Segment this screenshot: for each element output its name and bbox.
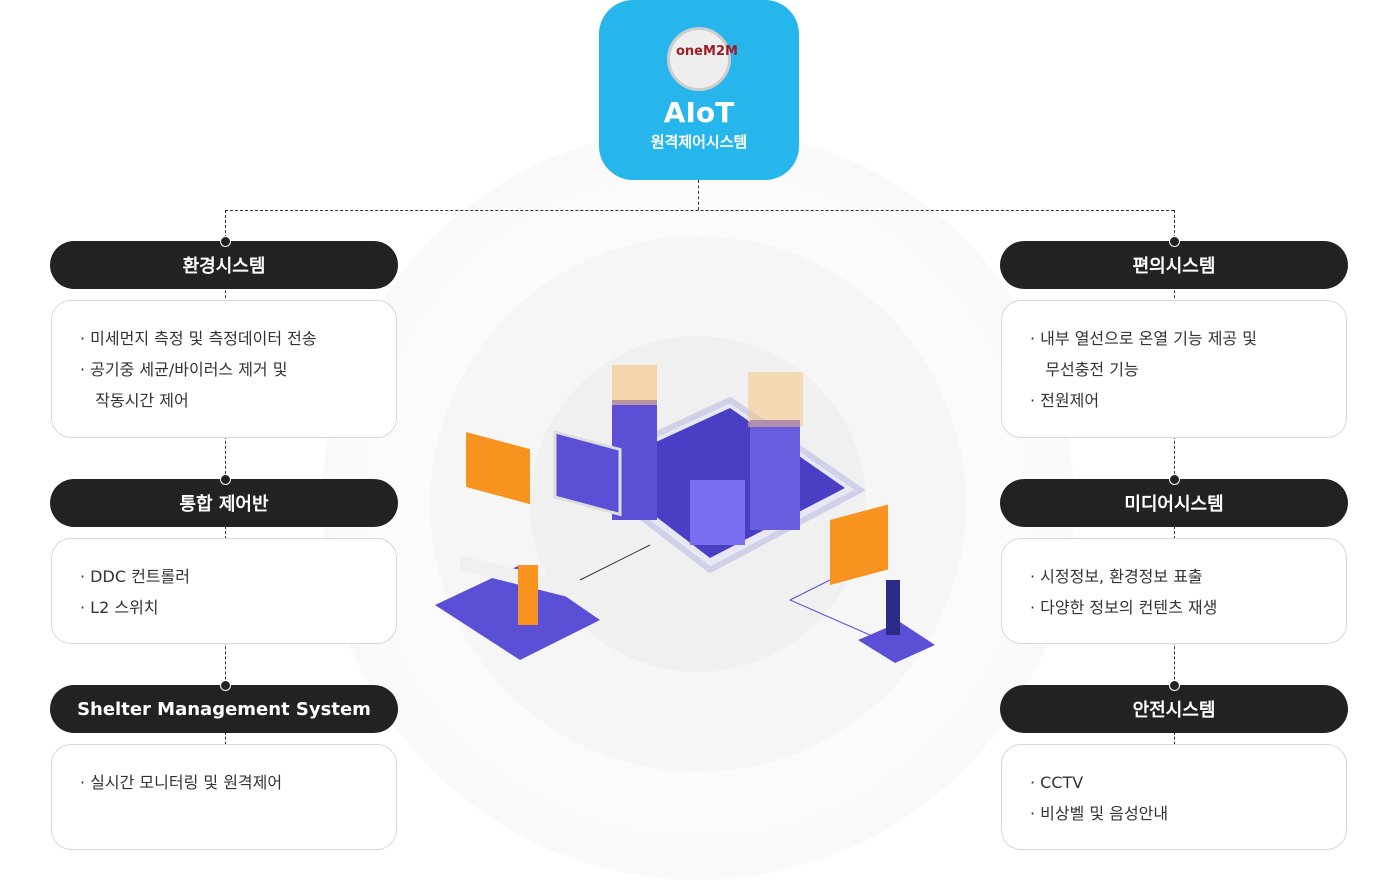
category-header: 미디어시스템 [1000, 479, 1348, 527]
smart-city-illustration [435, 365, 935, 663]
connector [698, 180, 699, 210]
category-box: · CCTV · 비상벨 및 음성안내 [1001, 744, 1347, 850]
category-header: 편의시스템 [1000, 241, 1348, 289]
list-item: · 미세먼지 측정 및 측정데이터 전송 [80, 329, 317, 348]
connector-dot [1169, 474, 1180, 485]
onem2m-logo: oneM2M [667, 27, 738, 91]
list-item: · 내부 열선으로 온열 기능 제공 및 [1030, 329, 1257, 348]
list-item: 무선충전 기능 [1030, 360, 1139, 379]
category-header: 환경시스템 [50, 241, 398, 289]
category-header: 안전시스템 [1000, 685, 1348, 733]
category-box: · 실시간 모니터링 및 원격제어 [51, 744, 397, 850]
connector-dot [220, 680, 231, 691]
connector [225, 210, 1174, 211]
connector [225, 210, 226, 850]
list-item: · L2 스위치 [80, 598, 159, 617]
aiot-hub-card: oneM2M AIoT 원격제어시스템 [599, 0, 799, 180]
category-box: · DDC 컨트롤러 · L2 스위치 [51, 538, 397, 644]
connector-dot [1169, 236, 1180, 247]
list-item: · 시정정보, 환경정보 표출 [1030, 567, 1203, 586]
list-item: · 비상벨 및 음성안내 [1030, 804, 1169, 823]
category-header: Shelter Management System [50, 685, 398, 733]
hub-subtitle: 원격제어시스템 [650, 133, 748, 151]
connector-dot [1169, 680, 1180, 691]
hub-title: AIoT [663, 96, 735, 129]
category-header: 통합 제어반 [50, 479, 398, 527]
list-item: · CCTV [1030, 773, 1084, 792]
list-item: · 전원제어 [1030, 391, 1100, 410]
list-item: · 공기중 세균/바이러스 제거 및 [80, 360, 288, 379]
connector-dot [220, 236, 231, 247]
list-item: · 다양한 정보의 컨텐츠 재생 [1030, 598, 1218, 617]
category-box: · 시정정보, 환경정보 표출 · 다양한 정보의 컨텐츠 재생 [1001, 538, 1347, 644]
list-item: · DDC 컨트롤러 [80, 567, 190, 586]
category-box: · 내부 열선으로 온열 기능 제공 및 무선충전 기능 · 전원제어 [1001, 300, 1347, 438]
connector [1174, 210, 1175, 850]
category-box: · 미세먼지 측정 및 측정데이터 전송 · 공기중 세균/바이러스 제거 및 작… [51, 300, 397, 438]
list-item: 작동시간 제어 [80, 391, 189, 410]
connector-dot [220, 474, 231, 485]
list-item: · 실시간 모니터링 및 원격제어 [80, 773, 283, 792]
